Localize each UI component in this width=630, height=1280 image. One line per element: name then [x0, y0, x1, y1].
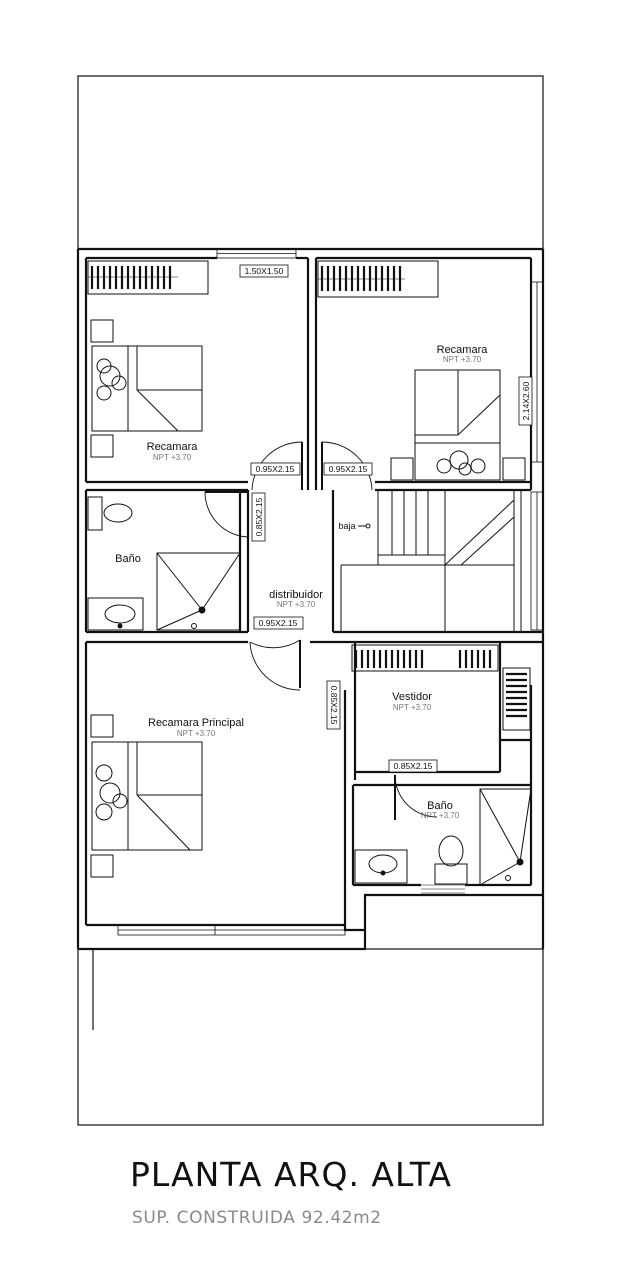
dim-box-door-principal: [253, 616, 304, 630]
dim-window-top: 1.50X1.50: [245, 266, 284, 276]
doors[interactable]: [204, 441, 438, 820]
dim-door-recamara-right: 0.95X2.15: [329, 464, 368, 474]
window-top: [216, 248, 297, 259]
dim-door-bano-right: 0.85X2.15: [394, 761, 433, 771]
dim-door-principal: 0.95X2.15: [259, 618, 298, 628]
door-bano-left: [204, 491, 249, 538]
window-principal: [117, 924, 346, 936]
stairs-label: baja: [338, 521, 355, 531]
dim-box-window-right: [518, 376, 533, 426]
window-right: [530, 281, 544, 463]
room-level-bano-right: NPT +3.70: [421, 811, 460, 820]
dim-box-door-recamara-left: [250, 462, 301, 476]
bed-recamara-left: [90, 319, 203, 458]
dim-window-right: 2.14X2.60: [521, 381, 531, 420]
bano-right-fixtures: [354, 788, 532, 894]
room-name-recamara-left: Recamara: [147, 441, 199, 453]
room-level-recamara-left: NPT +3.70: [153, 453, 192, 462]
room-name-vestidor: Vestidor: [392, 691, 432, 703]
plan-title: PLANTA ARQ. ALTA: [130, 1155, 453, 1194]
plan-subtitle: SUP. CONSTRUIDA 92.42m2: [132, 1208, 382, 1228]
dim-box-door-bano-right: [388, 759, 438, 773]
dim-box-door-bano-left: [251, 492, 266, 542]
dim-door-vestidor: 0.85X2.15: [329, 686, 339, 725]
room-name-recamara-principal: Recamara Principal: [148, 717, 244, 729]
room-level-recamara-right: NPT +3.70: [443, 355, 482, 364]
room-name-bano-right: Baño: [427, 800, 453, 812]
door-recamara-right: [321, 441, 373, 491]
room-name-recamara-right: Recamara: [437, 344, 489, 356]
dim-box-door-vestidor: [326, 680, 341, 730]
dim-door-recamara-left: 0.95X2.15: [256, 464, 295, 474]
door-principal: [249, 639, 301, 649]
bano-left-fixtures: [87, 496, 241, 631]
room-level-distribuidor: NPT +3.70: [277, 600, 316, 609]
dim-box-door-recamara-right: [323, 462, 373, 476]
dim-box-window-top: [239, 264, 289, 278]
dim-door-bano-left: 0.85X2.15: [254, 497, 264, 536]
door-recamara-left: [251, 441, 303, 491]
window-stairs: [530, 491, 544, 631]
bed-recamara-right: [390, 369, 526, 481]
closet-vestidor: [351, 644, 531, 731]
bed-recamara-principal: [90, 714, 203, 878]
room-name-bano-left: Baño: [115, 553, 141, 565]
room-name-distribuidor: distribuidor: [269, 589, 323, 601]
closet-recamara-right: [317, 260, 439, 298]
room-level-recamara-principal: NPT +3.70: [177, 729, 216, 738]
closet-recamara-left: [87, 260, 209, 295]
stairs[interactable]: [340, 489, 522, 632]
room-level-vestidor: NPT +3.70: [393, 703, 432, 712]
